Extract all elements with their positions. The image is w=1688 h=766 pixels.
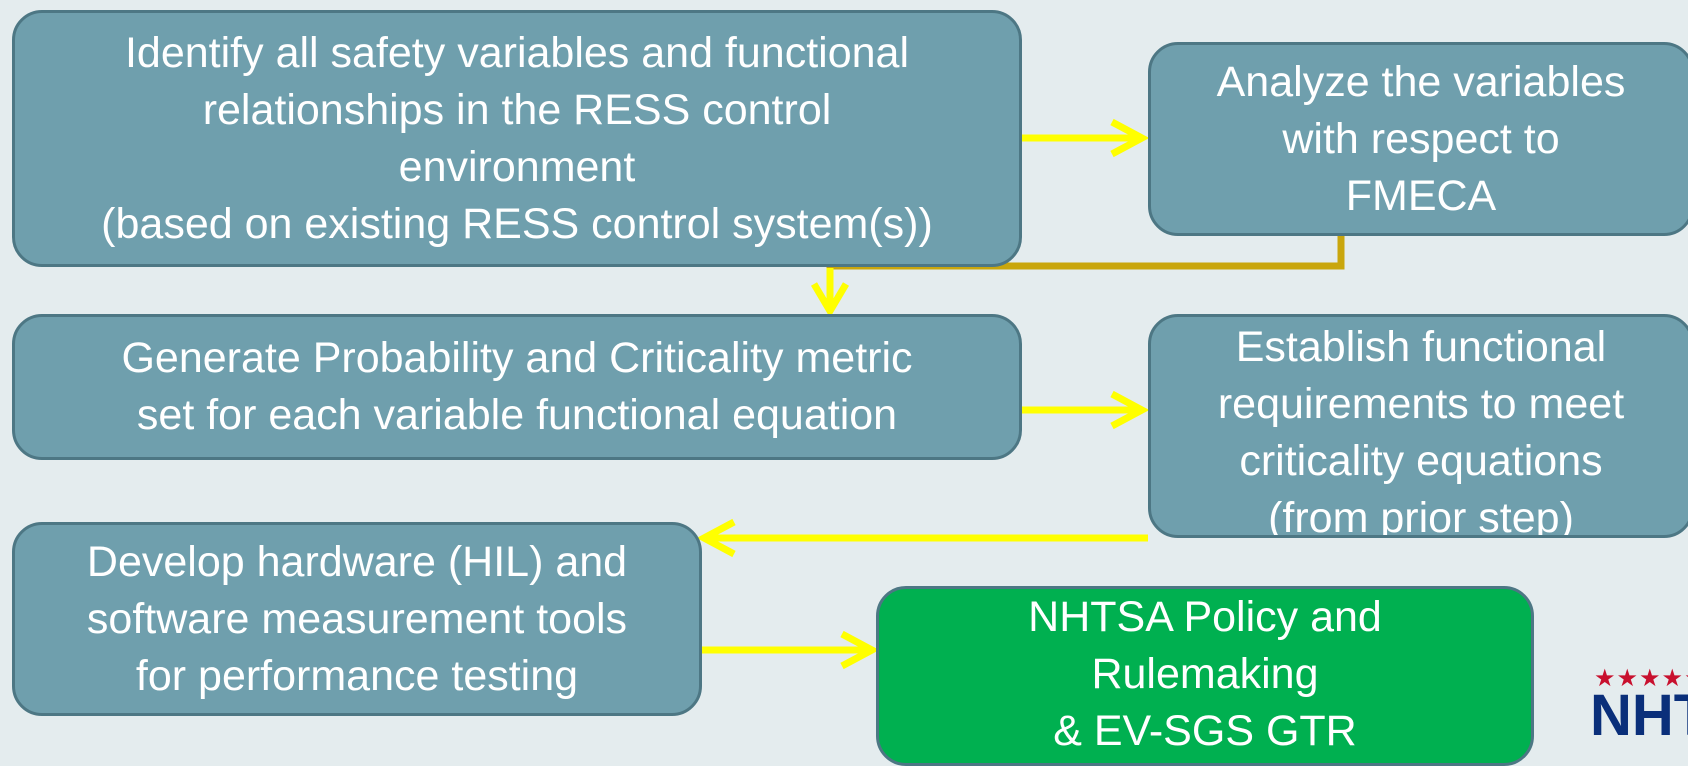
arrowhead-into-generate [810, 268, 850, 318]
step-analyze-text: Analyze the variables with respect to FM… [1216, 57, 1626, 220]
arrow-establish-to-develop [696, 518, 1148, 558]
step-identify-safety-variables: Identify all safety variables and functi… [12, 10, 1022, 267]
step-identify-text: Identify all safety variables and functi… [101, 28, 933, 248]
nhtsa-logo: ★★★★★ NHTSA [1590, 666, 1688, 744]
arrow-generate-to-establish [1022, 390, 1150, 430]
step-analyze-fmeca: Analyze the variables with respect to FM… [1148, 42, 1688, 236]
arrow-identify-to-analyze [1022, 118, 1150, 158]
arrow-develop-to-nhtsa [702, 630, 880, 670]
step-develop-text: Develop hardware (HIL) and software meas… [86, 537, 628, 700]
step-establish-text: Establish functional requirements to mee… [1217, 323, 1625, 538]
step-generate-text: Generate Probability and Criticality met… [121, 334, 913, 439]
logo-letters: NHTSA [1590, 683, 1688, 745]
step-nhtsa-text: NHTSA Policy and Rulemaking & EV-SGS GTR [1028, 593, 1382, 755]
step-nhtsa-policy: NHTSA Policy and Rulemaking & EV-SGS GTR [876, 586, 1534, 766]
step-generate-metrics: Generate Probability and Criticality met… [12, 314, 1022, 460]
logo-stars-icon: ★★★★★ [1594, 666, 1688, 692]
step-develop-tools: Develop hardware (HIL) and software meas… [12, 522, 702, 716]
step-establish-requirements: Establish functional requirements to mee… [1148, 314, 1688, 538]
